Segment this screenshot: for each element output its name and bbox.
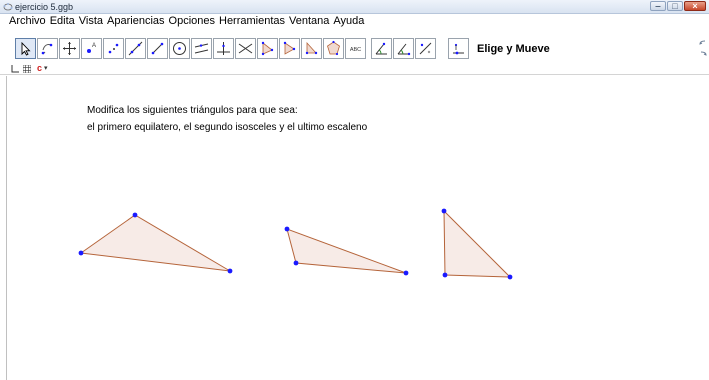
regular-polygon-tool[interactable]	[279, 38, 300, 59]
maximize-icon: □	[672, 1, 678, 11]
reflect-tool[interactable]	[415, 38, 436, 59]
svg-text:A: A	[92, 43, 96, 49]
undo-redo-icon[interactable]	[699, 37, 707, 59]
circle-icon	[173, 42, 186, 55]
point-capture-label[interactable]: c	[37, 63, 43, 73]
slider-tool[interactable]	[448, 38, 469, 59]
point-tool[interactable]: A	[81, 38, 102, 59]
graphics-view-left-border	[6, 76, 7, 380]
intersect-icon	[238, 43, 253, 54]
triangle-3-vertex-c[interactable]	[507, 274, 513, 280]
rotate-around-point-tool[interactable]	[37, 38, 58, 59]
triangle-2-vertex-a[interactable]	[284, 226, 290, 232]
arrow-pointer-icon	[21, 41, 31, 56]
angle-given-size-tool[interactable]	[393, 38, 414, 59]
conic-icon	[327, 40, 340, 56]
graphics-style-bar: c ▾	[0, 63, 709, 75]
axes-icon[interactable]	[11, 65, 19, 73]
line-two-points-icon	[108, 43, 119, 54]
maximize-button[interactable]: □	[667, 1, 683, 11]
slider-icon	[453, 43, 464, 55]
triangle-1-vertex-a[interactable]	[78, 250, 84, 256]
parallel-icon	[194, 43, 209, 54]
menu-edita[interactable]: Edita	[49, 15, 75, 27]
triangle-1[interactable]	[79, 214, 231, 272]
angle-icon	[305, 41, 318, 55]
angle-measure-icon	[375, 42, 387, 55]
circle-tool[interactable]	[169, 38, 190, 59]
reflect-icon	[419, 42, 432, 55]
abc-text-icon: ABC	[350, 47, 361, 53]
pan-cross-icon	[63, 42, 76, 55]
line-icon	[128, 41, 143, 56]
grid-icon[interactable]	[23, 65, 31, 73]
geogebra-app-icon	[3, 3, 13, 11]
close-icon: ×	[692, 1, 698, 11]
segment-tool[interactable]	[147, 38, 168, 59]
regular-polygon-icon	[283, 41, 296, 55]
triangle-1-vertex-c[interactable]	[227, 268, 233, 274]
angle-given-icon	[397, 43, 411, 56]
line-through-two-points-tool[interactable]	[103, 38, 124, 59]
triangle-1-vertex-b[interactable]	[132, 212, 138, 218]
window-titlebar: ejercicio 5.ggb ‒ □ ×	[0, 0, 709, 14]
point-capture-dropdown-icon[interactable]: ▾	[44, 65, 48, 72]
instruction-line-1[interactable]: Modifica los siguientes triángulos para …	[87, 105, 298, 116]
menu-herramientas[interactable]: Herramientas	[219, 15, 286, 27]
angle-bisector-tool[interactable]	[301, 38, 322, 59]
segment-icon	[151, 42, 164, 55]
menu-apariencias[interactable]: Apariencias	[107, 15, 165, 27]
perpendicular-icon	[217, 42, 230, 55]
window-controls: ‒ □ ×	[650, 1, 706, 12]
menu-ayuda[interactable]: Ayuda	[333, 15, 365, 27]
text-tool[interactable]: ABC	[345, 38, 366, 59]
abc-text-label: ABC	[350, 47, 361, 53]
polygon-icon	[261, 41, 274, 56]
menu-ventana[interactable]: Ventana	[289, 15, 330, 27]
line-tool[interactable]	[125, 38, 146, 59]
menu-bar: Archivo Edita Vista Apariencias Opciones…	[0, 14, 709, 28]
move-tool[interactable]	[15, 38, 36, 59]
angle-tool[interactable]	[371, 38, 392, 59]
close-button[interactable]: ×	[684, 1, 706, 11]
rotate-icon	[41, 43, 53, 55]
minimize-button[interactable]: ‒	[650, 1, 666, 11]
perpendicular-tool[interactable]	[213, 38, 234, 59]
triangle-2-vertex-c[interactable]	[403, 270, 409, 276]
menu-opciones[interactable]: Opciones	[168, 15, 215, 27]
triangle-2-vertex-b[interactable]	[293, 260, 299, 266]
minimize-icon: ‒	[655, 1, 661, 11]
window-title: ejercicio 5.ggb	[15, 2, 74, 12]
conic-tool[interactable]	[323, 38, 344, 59]
triangle-3[interactable]	[443, 209, 512, 278]
triangle-3-vertex-b[interactable]	[442, 272, 448, 278]
instruction-line-2[interactable]: el primero equilatero, el segundo isosce…	[87, 122, 368, 133]
polygon-tool[interactable]	[257, 38, 278, 59]
move-graphics-view-tool[interactable]	[59, 38, 80, 59]
selected-tool-label: Elige y Mueve	[477, 43, 550, 55]
intersect-tool[interactable]	[235, 38, 256, 59]
parallel-lines-tool[interactable]	[191, 38, 212, 59]
menu-archivo[interactable]: Archivo	[9, 15, 46, 27]
point-icon: A	[87, 43, 96, 53]
triangle-2[interactable]	[286, 228, 407, 274]
triangle-3-vertex-a[interactable]	[441, 208, 447, 214]
menu-vista[interactable]: Vista	[78, 15, 104, 27]
